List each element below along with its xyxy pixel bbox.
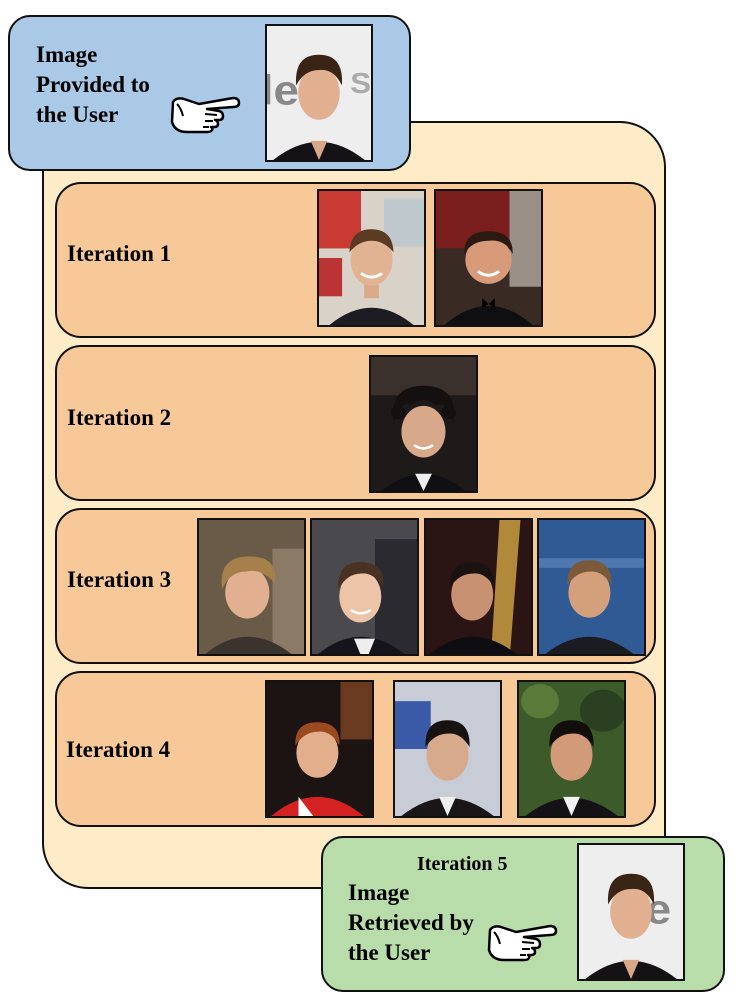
svg-text:le: le bbox=[267, 67, 299, 114]
iteration-2-label: Iteration 2 bbox=[67, 405, 172, 430]
iteration-2-photo-1[interactable] bbox=[369, 355, 478, 493]
iteration-3-photo-4[interactable] bbox=[537, 518, 646, 656]
iteration-4-photo-2[interactable] bbox=[393, 680, 502, 818]
iteration-4-photo-1[interactable] bbox=[265, 680, 374, 818]
pointing-hand-icon bbox=[484, 920, 558, 962]
retrieved-photo[interactable]: le bbox=[577, 843, 685, 981]
iteration-1-photo-2[interactable] bbox=[434, 189, 543, 327]
provided-photo[interactable]: le S bbox=[265, 24, 373, 162]
iteration-row-2 bbox=[55, 345, 656, 501]
pointing-hand-icon bbox=[167, 92, 241, 134]
provided-label: Image Provided to the User bbox=[36, 42, 150, 127]
iteration-1-label: Iteration 1 bbox=[67, 241, 172, 266]
iteration-5-label: Iteration 5 bbox=[417, 853, 508, 875]
iteration-3-label: Iteration 3 bbox=[67, 567, 172, 592]
iteration-4-label: Iteration 4 bbox=[66, 737, 171, 762]
svg-text:S: S bbox=[350, 68, 371, 100]
iteration-3-photo-2[interactable] bbox=[310, 518, 419, 656]
iteration-1-photo-1[interactable] bbox=[317, 189, 426, 327]
retrieved-label: Image Retrieved by the User bbox=[348, 880, 474, 965]
iteration-4-photo-3[interactable] bbox=[517, 680, 626, 818]
iteration-3-photo-3[interactable] bbox=[424, 518, 533, 656]
iteration-3-photo-1[interactable] bbox=[197, 518, 306, 656]
